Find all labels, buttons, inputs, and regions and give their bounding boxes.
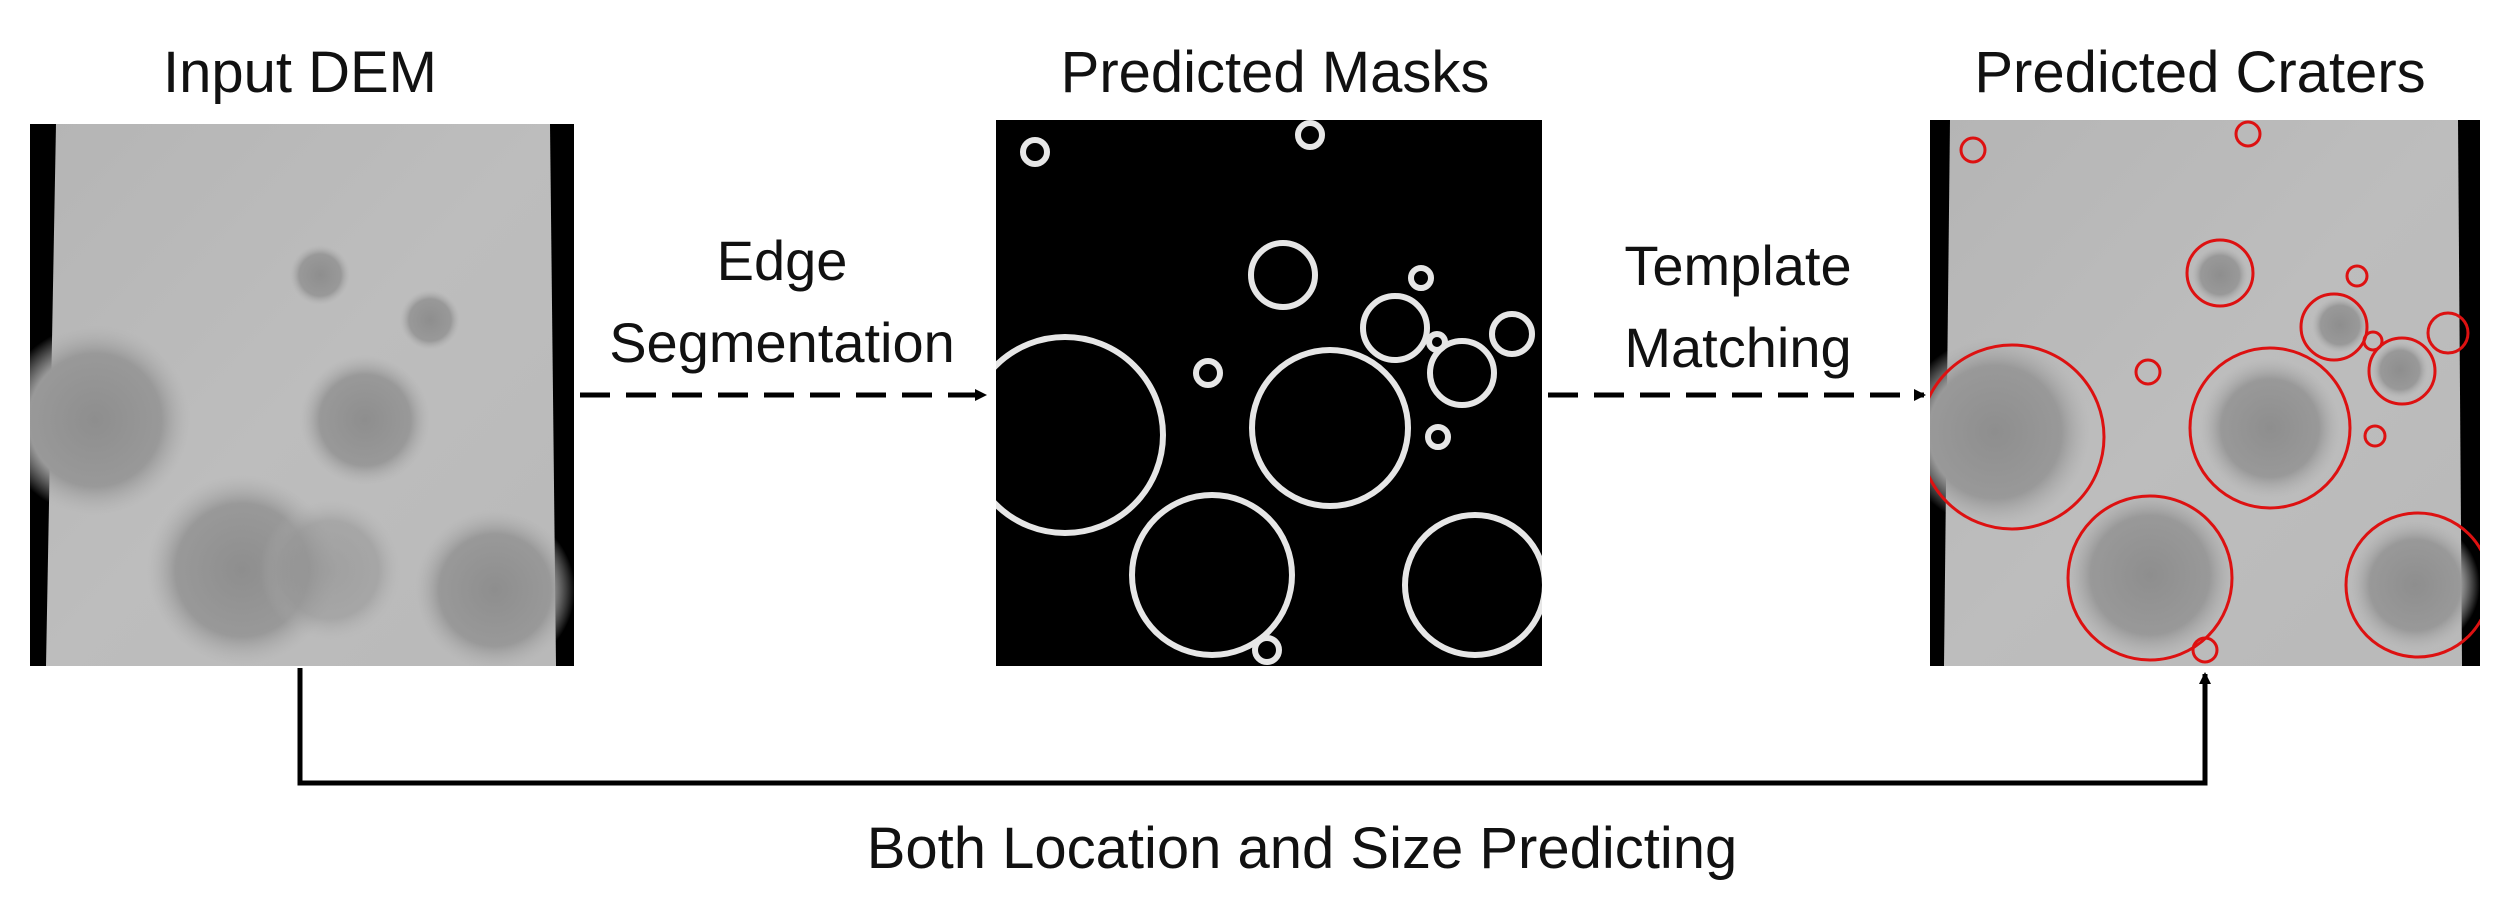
predicted-craters-title: Predicted Craters (1974, 40, 2425, 105)
edge-segmentation-label-line1: Edge (717, 229, 848, 292)
location-size-arrow (297, 668, 2211, 786)
predicted-masks-title: Predicted Masks (1061, 40, 1490, 105)
predicted-masks-image (996, 120, 1542, 666)
template-matching-label-line2: Matching (1624, 316, 1851, 379)
location-size-label: Both Location and Size Predicting (867, 816, 1738, 881)
predicted-craters-image (1930, 120, 2480, 666)
edge-segmentation-label-line2: Segmentation (609, 311, 955, 374)
input-dem-image (30, 124, 574, 666)
template-matching-label-line1: Template (1624, 234, 1851, 297)
input-dem-title: Input DEM (163, 40, 437, 105)
